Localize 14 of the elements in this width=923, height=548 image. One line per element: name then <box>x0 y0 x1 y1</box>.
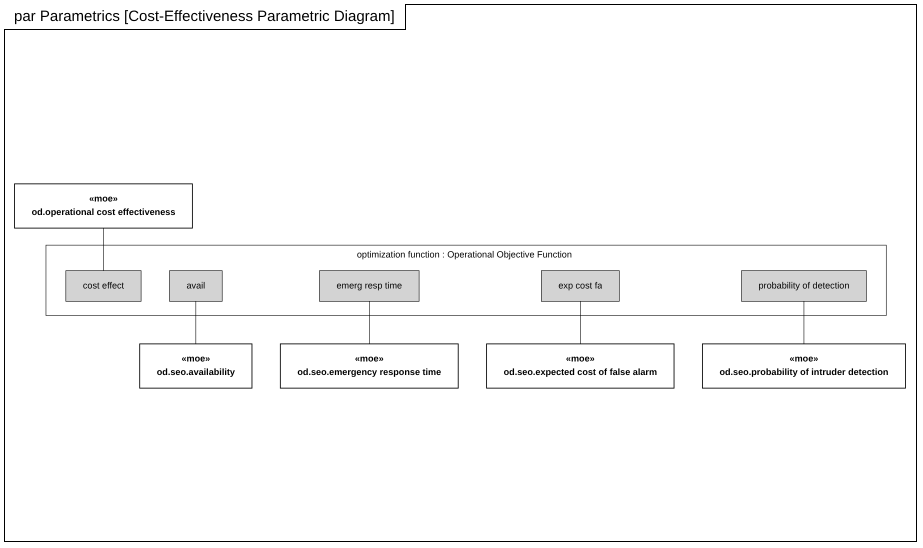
connector <box>103 228 104 271</box>
connector <box>369 301 370 344</box>
node-box: «moe» od.seo.availability <box>139 343 252 389</box>
node-box: «moe» od.seo.expected cost of false alarm <box>486 343 674 389</box>
node-box: probability of detection <box>741 270 867 302</box>
connector <box>580 301 581 344</box>
node-box: exp cost fa <box>541 270 620 302</box>
node-box: «moe» od.operational cost effectiveness <box>14 183 193 229</box>
node-box: cost effect <box>66 270 142 302</box>
node-box: avail <box>169 270 222 302</box>
diagram-title: par Parametrics [Cost-Effectiveness Parametric Diagram] <box>4 4 406 30</box>
node-box: «moe» od.seo.probability of intruder detection <box>702 343 906 389</box>
node-box: emerg resp time <box>319 270 420 302</box>
node-box: «moe» od.seo.emergency response time <box>280 343 459 389</box>
